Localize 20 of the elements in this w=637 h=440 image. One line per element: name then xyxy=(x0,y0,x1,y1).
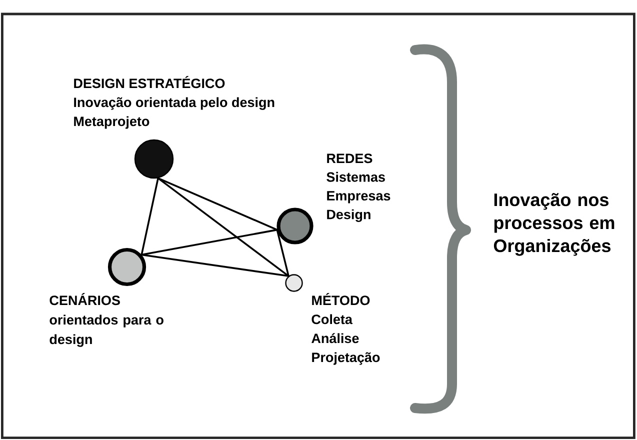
node-label: Projetação xyxy=(312,352,380,365)
node-label: Design xyxy=(327,209,370,222)
node-label: Coleta xyxy=(312,314,353,324)
side-label: Inovação nos processos em Organizações xyxy=(494,193,614,256)
node-label: Inovação orientada pelo design xyxy=(74,97,274,110)
connector-line xyxy=(157,177,278,231)
connector-line xyxy=(140,228,278,256)
node-label: Sistemas xyxy=(326,172,385,182)
node-title: REDES xyxy=(327,154,372,164)
node-label: Empresas xyxy=(327,191,390,204)
node-label: orientados para o design xyxy=(50,314,164,347)
node-label: Metaprojeto xyxy=(74,116,150,129)
connector-line xyxy=(276,228,290,277)
connector-line xyxy=(157,177,290,277)
node-title: DESIGN ESTRATÉGICO xyxy=(74,76,225,88)
node-label: Análise xyxy=(312,333,359,344)
node-title: CENÁRIOS xyxy=(50,293,120,306)
connector-line xyxy=(140,254,290,277)
connector-line xyxy=(140,177,159,256)
node-title: MÉTODO xyxy=(312,293,370,306)
